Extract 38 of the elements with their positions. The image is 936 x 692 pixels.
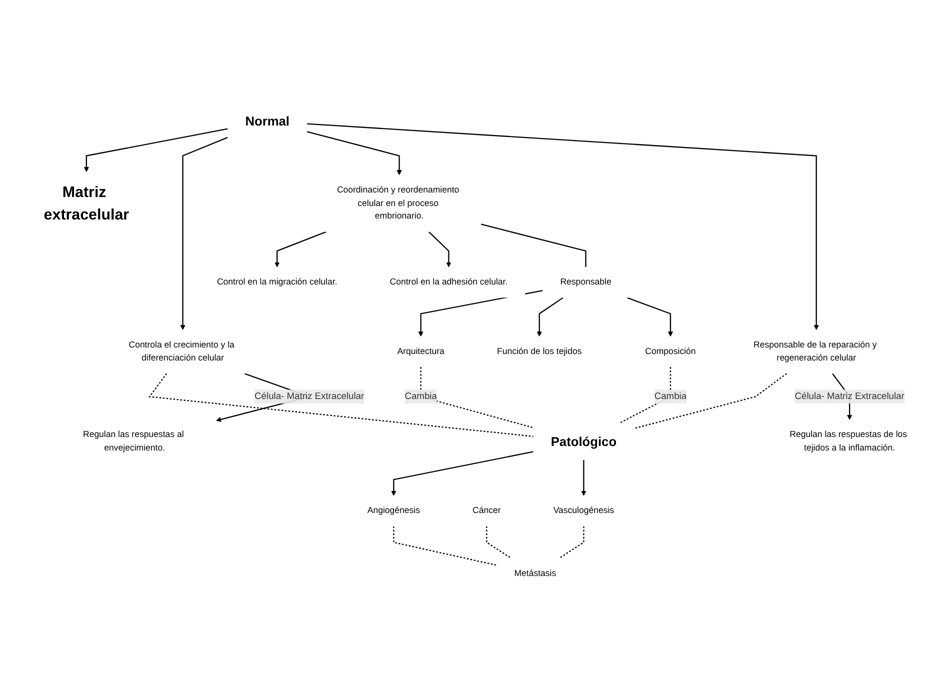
edge-label: Célula- Matriz Extracelular [254, 391, 364, 402]
arrow [306, 131, 402, 176]
node-text: Vasculogénesis [553, 506, 614, 516]
arrow [536, 297, 564, 337]
connector [634, 373, 788, 429]
arrow [180, 136, 228, 330]
node-text: Función de los tejidos [496, 346, 582, 356]
connector [480, 224, 586, 268]
edge-label: Cambia [654, 391, 687, 402]
arrow [428, 231, 452, 268]
arrow [391, 451, 534, 496]
node-text: Regulan las respuestas al envejecimiento. [82, 430, 184, 453]
arrow [84, 128, 228, 172]
arrow [581, 460, 586, 496]
connector [558, 526, 584, 559]
node-text: Regulan las respuestas de los tejidos a la inflamación. [790, 430, 908, 453]
arrow [274, 231, 326, 268]
connector [420, 367, 534, 428]
connector [486, 526, 512, 559]
node-text: Control en la migración celular. [216, 276, 338, 287]
node-text: Responsable de la reparación y regeneración celular [754, 340, 877, 363]
node-text: Matriz extracelular [44, 182, 130, 224]
connector [393, 526, 497, 566]
node-text: Arquitectura [397, 346, 444, 356]
arrow [418, 290, 543, 337]
arrow [626, 297, 674, 337]
node-text: Responsable [560, 276, 612, 287]
node-text: Metástasis [514, 568, 556, 578]
edge-label: Cambia [404, 391, 437, 402]
edge-label: Célula- Matriz Extracelular [794, 391, 904, 402]
node-text: Composición [645, 346, 696, 356]
arrow [306, 123, 819, 330]
node-text: Controla el crecimiento y la diferenciación celular [128, 340, 234, 363]
node-text: Cáncer [472, 506, 501, 516]
node-text: Normal [245, 114, 290, 129]
node-text: Coordinación y reordenamiento celular en el proceso embrionario. [336, 184, 460, 222]
node-text: Patológico [550, 434, 617, 449]
node-text: Angiogénesis [367, 506, 420, 516]
